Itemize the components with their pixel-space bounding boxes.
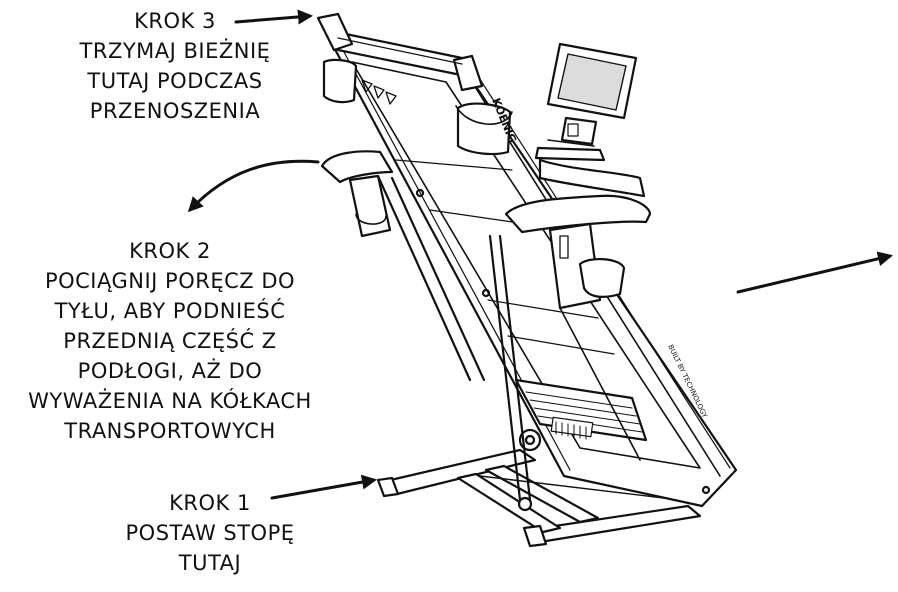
step1-title: KROK 1 <box>90 488 330 518</box>
step2-title: KROK 2 <box>0 236 340 266</box>
step1-line: POSTAW STOPĘ <box>90 518 330 548</box>
treadmill-deck <box>330 40 736 506</box>
step1-line: TUTAJ <box>90 548 330 578</box>
step2-line: TYŁU, ABY PODNIEŚĆ <box>0 296 340 326</box>
step2-text-block: KROK 2 POCIĄGNIJ PORĘCZ DO TYŁU, ABY POD… <box>0 236 340 446</box>
console <box>536 44 636 160</box>
step2-line: PODŁOGI, AŻ DO <box>0 356 340 386</box>
step3-text-block: KROK 3 TRZYMAJ BIEŻNIĘ TUTAJ PODCZAS PRZ… <box>10 6 340 126</box>
step2-arrow <box>190 161 318 210</box>
step1-text-block: KROK 1 POSTAW STOPĘ TUTAJ <box>90 488 330 578</box>
movement-arrow <box>738 256 890 292</box>
step2-line: WYWAŻENIA NA KÓŁKACH <box>0 386 340 416</box>
step3-line: TUTAJ PODCZAS <box>10 66 340 96</box>
step2-line: PRZEDNIĄ CZĘŚĆ Z <box>0 326 340 356</box>
step2-line: POCIĄGNIJ PORĘCZ DO <box>0 266 340 296</box>
step2-line: TRANSPORTOWYCH <box>0 416 340 446</box>
step3-title: KROK 3 <box>10 6 340 36</box>
step3-line: PRZENOSZENIA <box>10 96 340 126</box>
step3-line: TRZYMAJ BIEŻNIĘ <box>10 36 340 66</box>
